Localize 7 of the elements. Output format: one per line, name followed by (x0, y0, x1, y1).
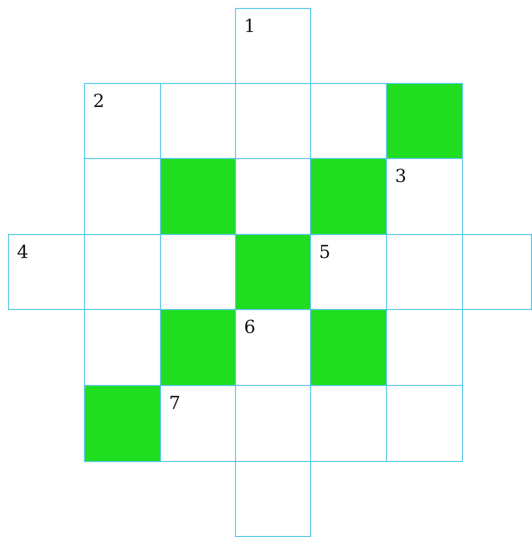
clue-number: 1 (244, 17, 256, 37)
clue-number: 5 (319, 243, 330, 263)
clue-number: 2 (93, 92, 104, 112)
clue-number: 3 (395, 167, 406, 187)
clue-number: 4 (17, 243, 28, 263)
clue-number: 6 (244, 318, 256, 338)
clue-number: 7 (169, 394, 180, 414)
